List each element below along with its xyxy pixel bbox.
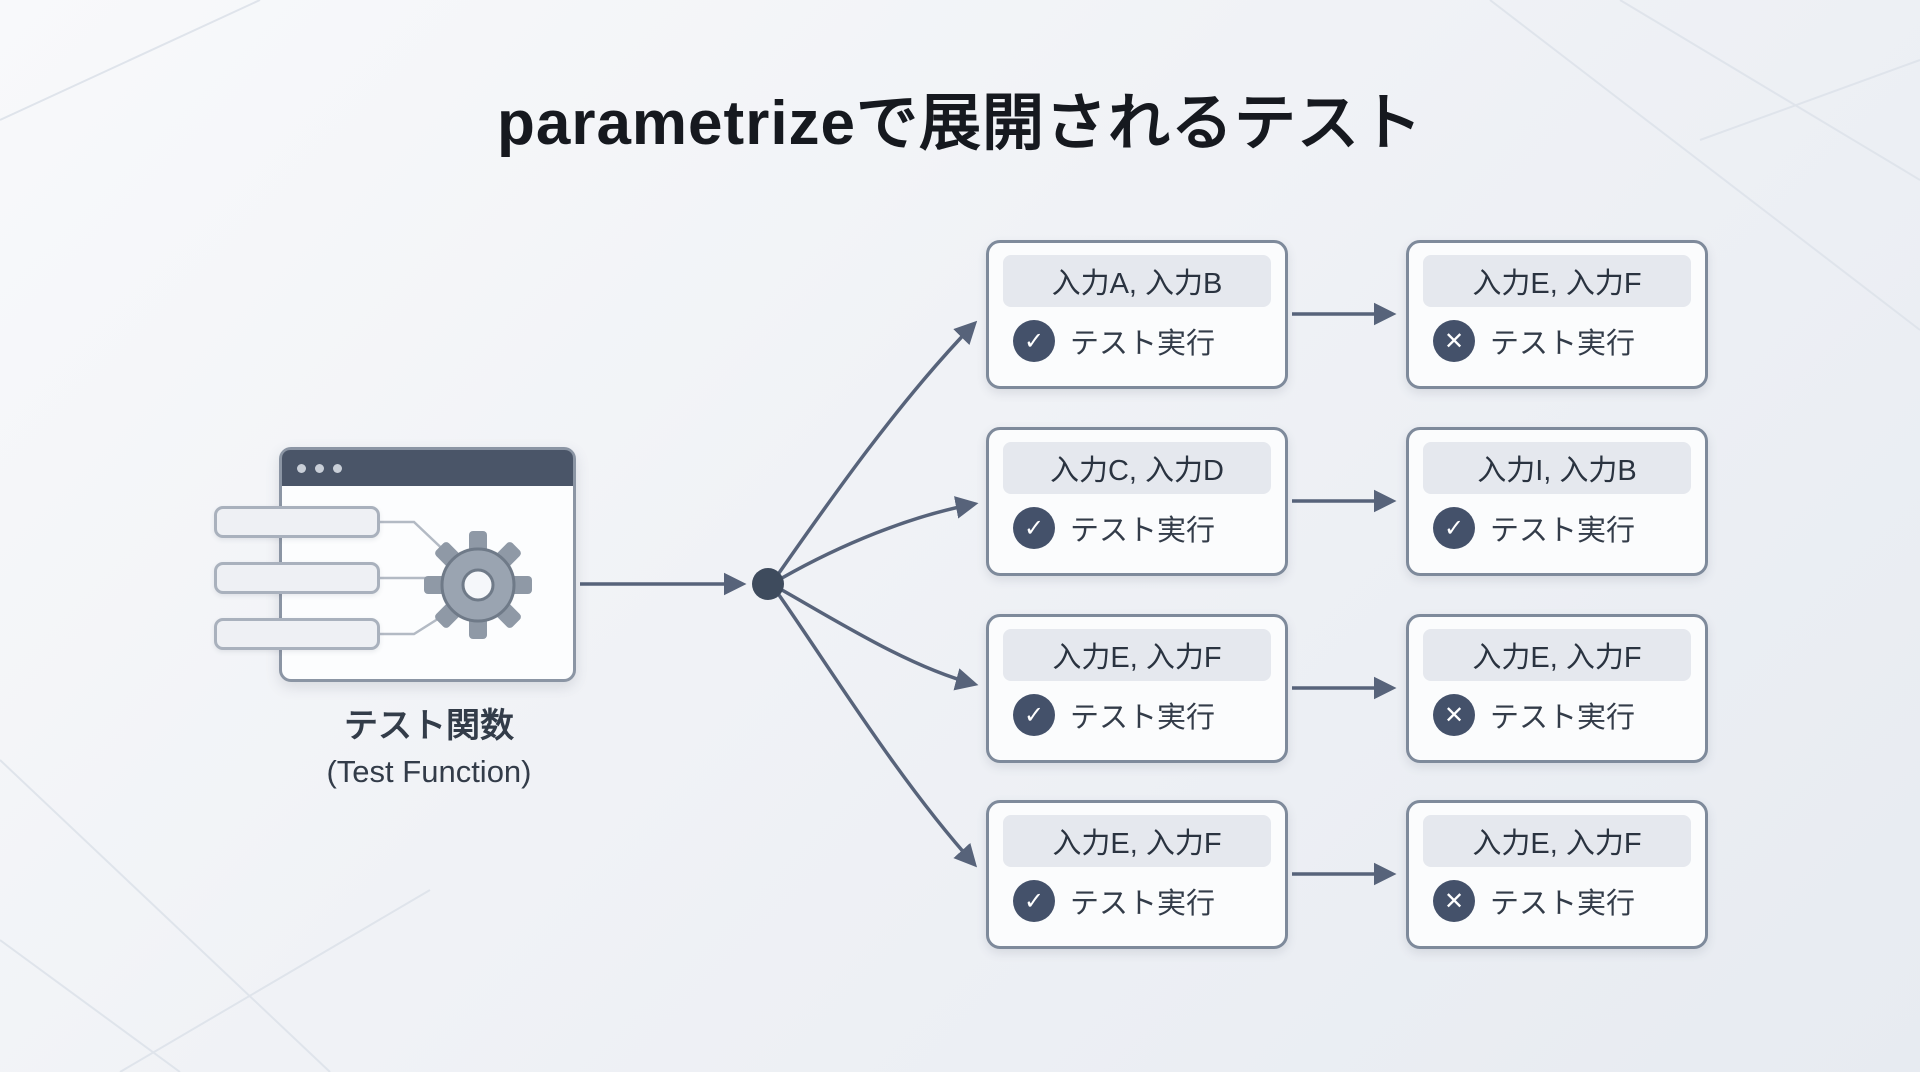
test-exec-label: テスト実行: [1070, 702, 1216, 734]
check-icon: ✓: [1433, 507, 1475, 549]
exec-row: ✓ テスト実行: [1013, 507, 1285, 549]
test-exec-label: テスト実行: [1070, 515, 1216, 547]
window-control-dot: [297, 463, 306, 473]
exec-row: ✕ テスト実行: [1433, 320, 1705, 362]
window-control-dot: [315, 463, 324, 473]
exec-row: ✕ テスト実行: [1433, 880, 1705, 922]
test-exec-label: テスト実行: [1490, 515, 1636, 547]
x-icon: ✕: [1433, 880, 1475, 922]
check-icon: ✓: [1013, 880, 1055, 922]
result-case-box: 入力I, 入力B ✓ テスト実行: [1406, 427, 1708, 576]
test-exec-label: テスト実行: [1070, 888, 1216, 920]
result-case-box: 入力E, 入力F ✕ テスト実行: [1406, 800, 1708, 949]
parameter-bar: [214, 506, 380, 538]
status-glyph: ✓: [1443, 514, 1465, 542]
status-glyph: ✓: [1023, 701, 1045, 729]
inputs-label: 入力E, 入力F: [1423, 255, 1691, 307]
x-icon: ✕: [1433, 694, 1475, 736]
inputs-label: 入力E, 入力F: [1423, 629, 1691, 681]
inputs-label: 入力A, 入力B: [1003, 255, 1271, 307]
result-case-box: 入力E, 入力F ✕ テスト実行: [1406, 614, 1708, 763]
param-case-box: 入力C, 入力D ✓ テスト実行: [986, 427, 1288, 576]
exec-row: ✓ テスト実行: [1433, 507, 1705, 549]
inputs-label: 入力E, 入力F: [1423, 815, 1691, 867]
status-glyph: ✕: [1443, 887, 1465, 915]
test-function-label-en: (Test Function): [326, 754, 532, 789]
test-exec-label: テスト実行: [1070, 328, 1216, 360]
parameter-bar: [214, 562, 380, 594]
x-icon: ✕: [1433, 320, 1475, 362]
status-glyph: ✕: [1443, 327, 1465, 355]
diagram-title: parametrizeで展開されるテスト: [496, 89, 1424, 158]
inputs-label: 入力I, 入力B: [1423, 442, 1691, 494]
fan-out-node: [752, 568, 784, 600]
param-case-box: 入力A, 入力B ✓ テスト実行: [986, 240, 1288, 389]
gear-icon: [424, 531, 532, 639]
test-exec-label: テスト実行: [1490, 702, 1636, 734]
parameter-bar: [214, 618, 380, 650]
window-header: [282, 450, 573, 486]
exec-row: ✓ テスト実行: [1013, 880, 1285, 922]
status-glyph: ✓: [1023, 514, 1045, 542]
result-case-box: 入力E, 入力F ✕ テスト実行: [1406, 240, 1708, 389]
test-function-label-ja: テスト関数: [344, 707, 514, 745]
status-glyph: ✓: [1023, 887, 1045, 915]
window-control-dot: [333, 463, 342, 473]
check-icon: ✓: [1013, 694, 1055, 736]
arrow-node-to-case-3: [781, 588, 979, 691]
inputs-label: 入力E, 入力F: [1003, 815, 1271, 867]
test-exec-label: テスト実行: [1490, 888, 1636, 920]
status-glyph: ✕: [1443, 701, 1465, 729]
inputs-label: 入力E, 入力F: [1003, 629, 1271, 681]
inputs-label: 入力C, 入力D: [1003, 442, 1271, 494]
exec-row: ✓ テスト実行: [1013, 694, 1285, 736]
check-icon: ✓: [1013, 320, 1055, 362]
exec-row: ✓ テスト実行: [1013, 320, 1285, 362]
arrow-node-to-case-2: [781, 496, 979, 580]
arrow-node-to-case-1: [777, 320, 978, 575]
test-function-label: テスト関数 (Test Function): [249, 698, 609, 790]
param-case-box: 入力E, 入力F ✓ テスト実行: [986, 800, 1288, 949]
exec-row: ✕ テスト実行: [1433, 694, 1705, 736]
test-exec-label: テスト実行: [1490, 328, 1636, 360]
status-glyph: ✓: [1023, 327, 1045, 355]
arrow-node-to-case-4: [777, 593, 978, 868]
check-icon: ✓: [1013, 507, 1055, 549]
param-case-box: 入力E, 入力F ✓ テスト実行: [986, 614, 1288, 763]
